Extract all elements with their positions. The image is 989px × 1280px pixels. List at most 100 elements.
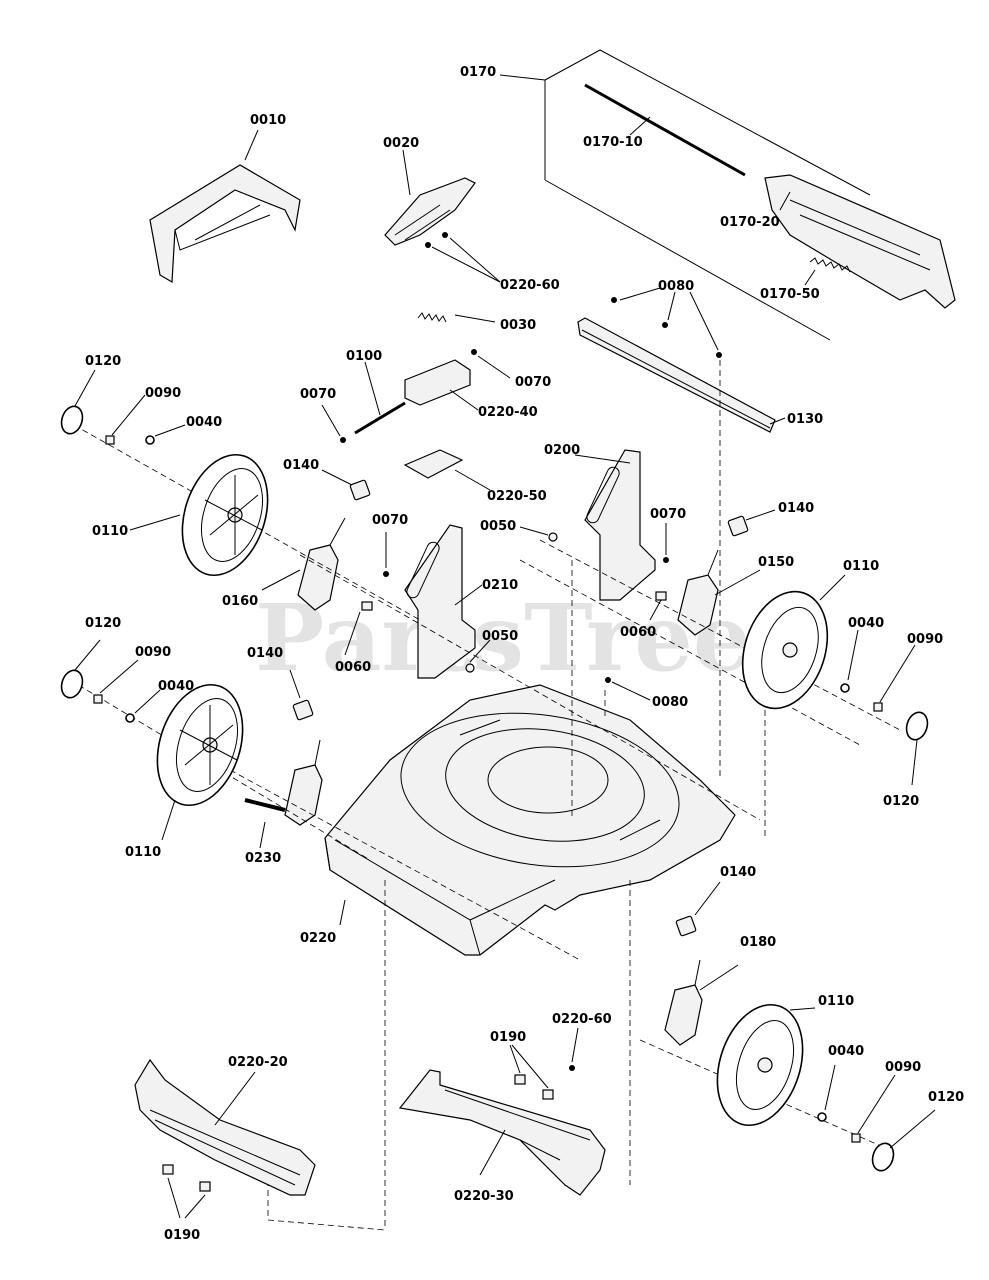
label-0180: 0180 [740, 935, 776, 950]
adjuster-knob [349, 479, 371, 501]
washer [145, 435, 155, 445]
label-0140-right: 0140 [778, 501, 814, 516]
label-0150: 0150 [758, 555, 794, 570]
watermark-text: PartsTree [255, 584, 751, 692]
label-0090-right: 0090 [907, 632, 943, 647]
wheel-bottom-right [716, 1003, 804, 1127]
label-0220-60-bottom: 0220-60 [552, 1012, 612, 1027]
hub-cap [60, 405, 84, 435]
deflector-spring [417, 312, 447, 323]
label-0120-bottom: 0120 [928, 1090, 964, 1105]
handle-kit-outline [499, 49, 871, 341]
label-0010: 0010 [250, 113, 286, 128]
label-0080-mid: 0080 [652, 695, 688, 710]
washer [840, 683, 850, 693]
label-0070-mid: 0070 [372, 513, 408, 528]
bag-frame-part [149, 164, 301, 284]
part-labels: 0170 0170-10 0170-20 0170-50 0010 0020 0… [85, 65, 964, 1243]
screw-icon [425, 242, 431, 248]
label-0040-right: 0040 [848, 616, 884, 631]
axle-nut [105, 435, 115, 445]
label-0220-30: 0220-30 [454, 1189, 514, 1204]
plate-part [403, 449, 464, 479]
label-0110-right: 0110 [843, 559, 879, 574]
label-0050-mid: 0050 [482, 629, 518, 644]
label-0050-top: 0050 [480, 519, 516, 534]
nut [514, 1074, 526, 1085]
label-0060-left: 0060 [335, 660, 371, 675]
hub-cap [905, 711, 929, 741]
label-0170-20: 0170-20 [720, 215, 780, 230]
label-0060-right: 0060 [620, 625, 656, 640]
wheel-top-left [181, 453, 269, 577]
mower-deck-part [324, 684, 736, 956]
rear-rail-part [577, 317, 776, 433]
label-0040-mid-left: 0040 [158, 679, 194, 694]
label-0140-bottom: 0140 [720, 865, 756, 880]
label-0030: 0030 [500, 318, 536, 333]
washer [817, 1112, 827, 1122]
wheel-mid-left [156, 683, 244, 807]
handle-spring [809, 257, 851, 273]
label-0170: 0170 [460, 65, 496, 80]
label-0220-40: 0220-40 [478, 405, 538, 420]
label-0110-mid-left: 0110 [125, 845, 161, 860]
height-plate-right [584, 449, 656, 601]
label-0090-bottom: 0090 [885, 1060, 921, 1075]
label-0140-mid-left: 0140 [247, 646, 283, 661]
height-adjuster-0150 [677, 574, 719, 636]
adjuster-knob [727, 515, 749, 537]
wheel-mid-right [741, 590, 829, 710]
label-0230: 0230 [245, 851, 281, 866]
label-0190-bottom: 0190 [164, 1228, 200, 1243]
axle-nut [873, 702, 883, 712]
axle-nut [851, 1133, 861, 1143]
height-adjuster-0180 [664, 984, 703, 1046]
height-plate-left [404, 524, 476, 679]
height-adjuster-0230 [284, 764, 323, 826]
label-0110-bottom-right: 0110 [818, 994, 854, 1009]
rear-skirt-part [398, 1069, 606, 1196]
label-0020: 0020 [383, 136, 419, 151]
label-0130: 0130 [787, 412, 823, 427]
height-adjuster-0160 [297, 544, 339, 611]
label-0220: 0220 [300, 931, 336, 946]
label-0110-top-left: 0110 [92, 524, 128, 539]
label-0120-right: 0120 [883, 794, 919, 809]
label-0170-10: 0170-10 [583, 135, 643, 150]
label-0070-top: 0070 [515, 375, 551, 390]
upper-handle-part [764, 174, 956, 309]
hub-cap [60, 669, 84, 699]
label-0070-right: 0070 [650, 507, 686, 522]
label-0220-60-top: 0220-60 [500, 278, 560, 293]
label-0210: 0210 [482, 578, 518, 593]
label-0120-top: 0120 [85, 354, 121, 369]
label-0040-bottom: 0040 [828, 1044, 864, 1059]
label-0220-20: 0220-20 [228, 1055, 288, 1070]
label-0120-mid-left: 0120 [85, 616, 121, 631]
adjuster-knob [292, 699, 314, 721]
label-0170-50: 0170-50 [760, 287, 820, 302]
screw-icon [442, 232, 448, 238]
label-0140-top: 0140 [283, 458, 319, 473]
label-0200: 0200 [544, 443, 580, 458]
label-0040-top: 0040 [186, 415, 222, 430]
nut [542, 1089, 554, 1100]
label-0090-top: 0090 [145, 386, 181, 401]
label-0190-mid: 0190 [490, 1030, 526, 1045]
label-0070-left: 0070 [300, 387, 336, 402]
bracket-part [404, 359, 471, 406]
label-0100: 0100 [346, 349, 382, 364]
handle-rod [584, 83, 746, 177]
axle-0230 [244, 798, 286, 812]
hub-cap [871, 1142, 895, 1172]
pivot-rod [354, 401, 406, 435]
side-skirt-part [134, 1058, 316, 1196]
adjuster-knob [675, 915, 697, 937]
label-0220-50: 0220-50 [487, 489, 547, 504]
label-0090-mid-left: 0090 [135, 645, 171, 660]
label-0160: 0160 [222, 594, 258, 609]
axle-nut [93, 694, 103, 704]
